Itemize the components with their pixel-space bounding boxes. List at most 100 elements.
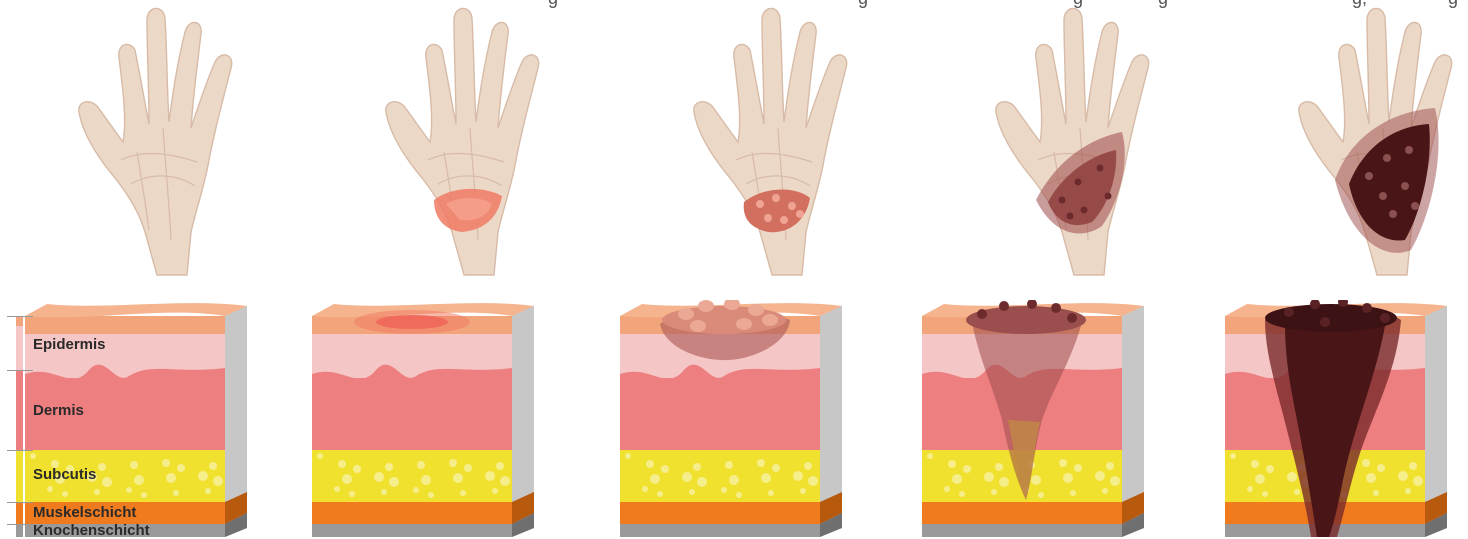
- hand-shape: [386, 8, 539, 275]
- hand-illustration-5: [1265, 0, 1468, 295]
- fat-globule: [736, 492, 742, 498]
- char-spot: [1362, 303, 1372, 313]
- fat-globule: [689, 489, 695, 495]
- burn-surface: [1265, 304, 1397, 332]
- fat-globule: [1255, 474, 1265, 484]
- fat-globule: [342, 474, 352, 484]
- char-spot: [1380, 313, 1390, 323]
- fat-globule: [1373, 490, 1379, 496]
- fat-globule: [162, 459, 170, 467]
- burn-stage-3: [620, 0, 920, 537]
- hand-shape: [79, 8, 232, 275]
- fat-globule: [1409, 462, 1417, 470]
- fat-globule: [927, 453, 933, 459]
- skin-block-5: [1225, 300, 1455, 537]
- fat-globule: [1413, 476, 1423, 486]
- fat-globule: [209, 462, 217, 470]
- fat-globule: [1362, 459, 1370, 467]
- layer-label-dermis: Dermis: [33, 402, 84, 419]
- fat-globule: [30, 453, 36, 459]
- char-spot: [1383, 154, 1391, 162]
- layer-bone: [312, 524, 512, 537]
- blister: [690, 320, 706, 332]
- fat-globule: [421, 475, 431, 485]
- fat-globule: [761, 473, 771, 483]
- fat-globule: [126, 487, 132, 493]
- fat-globule: [94, 489, 100, 495]
- fat-globule: [1405, 488, 1411, 494]
- fat-globule: [959, 491, 965, 497]
- fat-globule: [428, 492, 434, 498]
- burn-stage-1: [5, 0, 305, 537]
- blister: [756, 200, 764, 208]
- fat-globule: [500, 476, 510, 486]
- burn-core: [376, 315, 448, 329]
- layer-dermis: [620, 378, 820, 450]
- blister: [698, 300, 714, 312]
- fat-globule: [464, 464, 472, 472]
- fat-globule: [1287, 472, 1297, 482]
- fat-globule: [1398, 471, 1408, 481]
- fat-globule: [177, 464, 185, 472]
- hand-shape: [694, 8, 847, 275]
- layer-subcutis: [312, 450, 512, 502]
- fat-globule: [650, 474, 660, 484]
- fat-globule: [1294, 489, 1300, 495]
- fat-globule: [948, 460, 956, 468]
- skin-block-2: [312, 300, 542, 537]
- fat-globule: [166, 473, 176, 483]
- blister: [1067, 213, 1074, 220]
- fat-globule: [1266, 465, 1274, 473]
- char-spot: [1365, 172, 1373, 180]
- char-spot: [1405, 146, 1413, 154]
- fat-globule: [353, 465, 361, 473]
- fat-globule: [417, 461, 425, 469]
- fat-globule: [213, 476, 223, 486]
- fat-globule: [1106, 462, 1114, 470]
- fat-globule: [793, 471, 803, 481]
- layer-muscle: [312, 502, 512, 524]
- char-spot: [1411, 202, 1419, 210]
- fat-globule: [198, 471, 208, 481]
- fat-globule: [385, 463, 393, 471]
- char-spot: [1051, 303, 1061, 313]
- blister: [1075, 179, 1082, 186]
- fat-globule: [804, 462, 812, 470]
- fat-globule: [725, 461, 733, 469]
- layer-bone: [922, 524, 1122, 537]
- fat-globule: [772, 464, 780, 472]
- fat-globule: [1247, 486, 1253, 492]
- blister: [788, 202, 796, 210]
- block-top: [25, 303, 247, 317]
- fat-globule: [1102, 488, 1108, 494]
- fat-globule: [646, 460, 654, 468]
- burn-stage-2: [312, 0, 612, 537]
- fat-globule: [757, 459, 765, 467]
- layer-label-muskelschicht: Muskelschicht: [33, 504, 136, 521]
- fat-globule: [334, 486, 340, 492]
- fat-globule: [492, 488, 498, 494]
- fat-globule: [381, 489, 387, 495]
- char-spot: [1379, 192, 1387, 200]
- char-spot: [999, 301, 1009, 311]
- hand-illustration-4: [962, 0, 1222, 295]
- fat-globule: [141, 492, 147, 498]
- fat-globule: [721, 487, 727, 493]
- fat-globule: [682, 472, 692, 482]
- fat-globule: [460, 490, 466, 496]
- blister: [772, 194, 780, 202]
- fat-globule: [205, 488, 211, 494]
- fat-globule: [130, 461, 138, 469]
- hand-illustration-3: [660, 0, 920, 295]
- layer-scale-bar: [7, 316, 25, 537]
- skin-block-4: [922, 300, 1152, 537]
- fat-globule: [661, 465, 669, 473]
- fat-globule: [1059, 459, 1067, 467]
- fat-globule: [102, 477, 112, 487]
- fat-globule: [1031, 475, 1041, 485]
- hand-illustration-1: [45, 0, 305, 295]
- burn-stage-4: [922, 0, 1222, 537]
- fat-globule: [374, 472, 384, 482]
- fat-globule: [657, 491, 663, 497]
- blister: [748, 304, 764, 316]
